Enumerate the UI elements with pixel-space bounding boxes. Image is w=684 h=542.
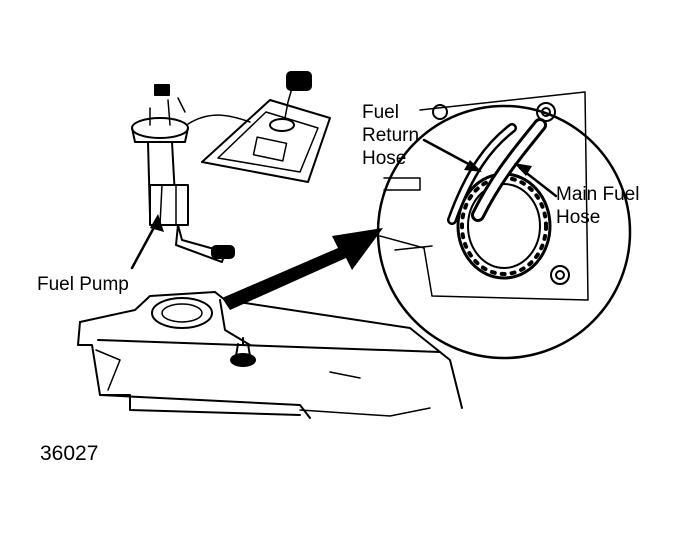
- pump-cover-plate: [201, 71, 331, 183]
- connector-plug: [286, 71, 312, 91]
- magnified-view: [376, 91, 632, 360]
- fuel-pump-pointer: [130, 214, 164, 270]
- figure-number: 36027: [40, 442, 99, 465]
- tank-opening: [151, 297, 213, 329]
- fuel-return-hose-pointer: [422, 138, 482, 172]
- fuel-pump-assembly: [131, 84, 251, 263]
- fuel-pump-label: Fuel Pump: [37, 274, 129, 295]
- fuel-return-hose-label-line-3: Hose: [362, 148, 407, 169]
- tank-fitting: [230, 337, 256, 367]
- main-fuel-hose-pointer: [514, 163, 558, 198]
- fuel-tank: [77, 291, 463, 419]
- fuel-return-hose-label-line-1: Fuel: [362, 102, 399, 123]
- magnify-arrow: [222, 228, 383, 310]
- main-fuel-hose-label-line-1: Main Fuel: [556, 184, 640, 205]
- main-fuel-hose-label-line-2: Hose: [556, 207, 601, 228]
- fuel-return-hose-label-line-2: Return: [362, 125, 420, 146]
